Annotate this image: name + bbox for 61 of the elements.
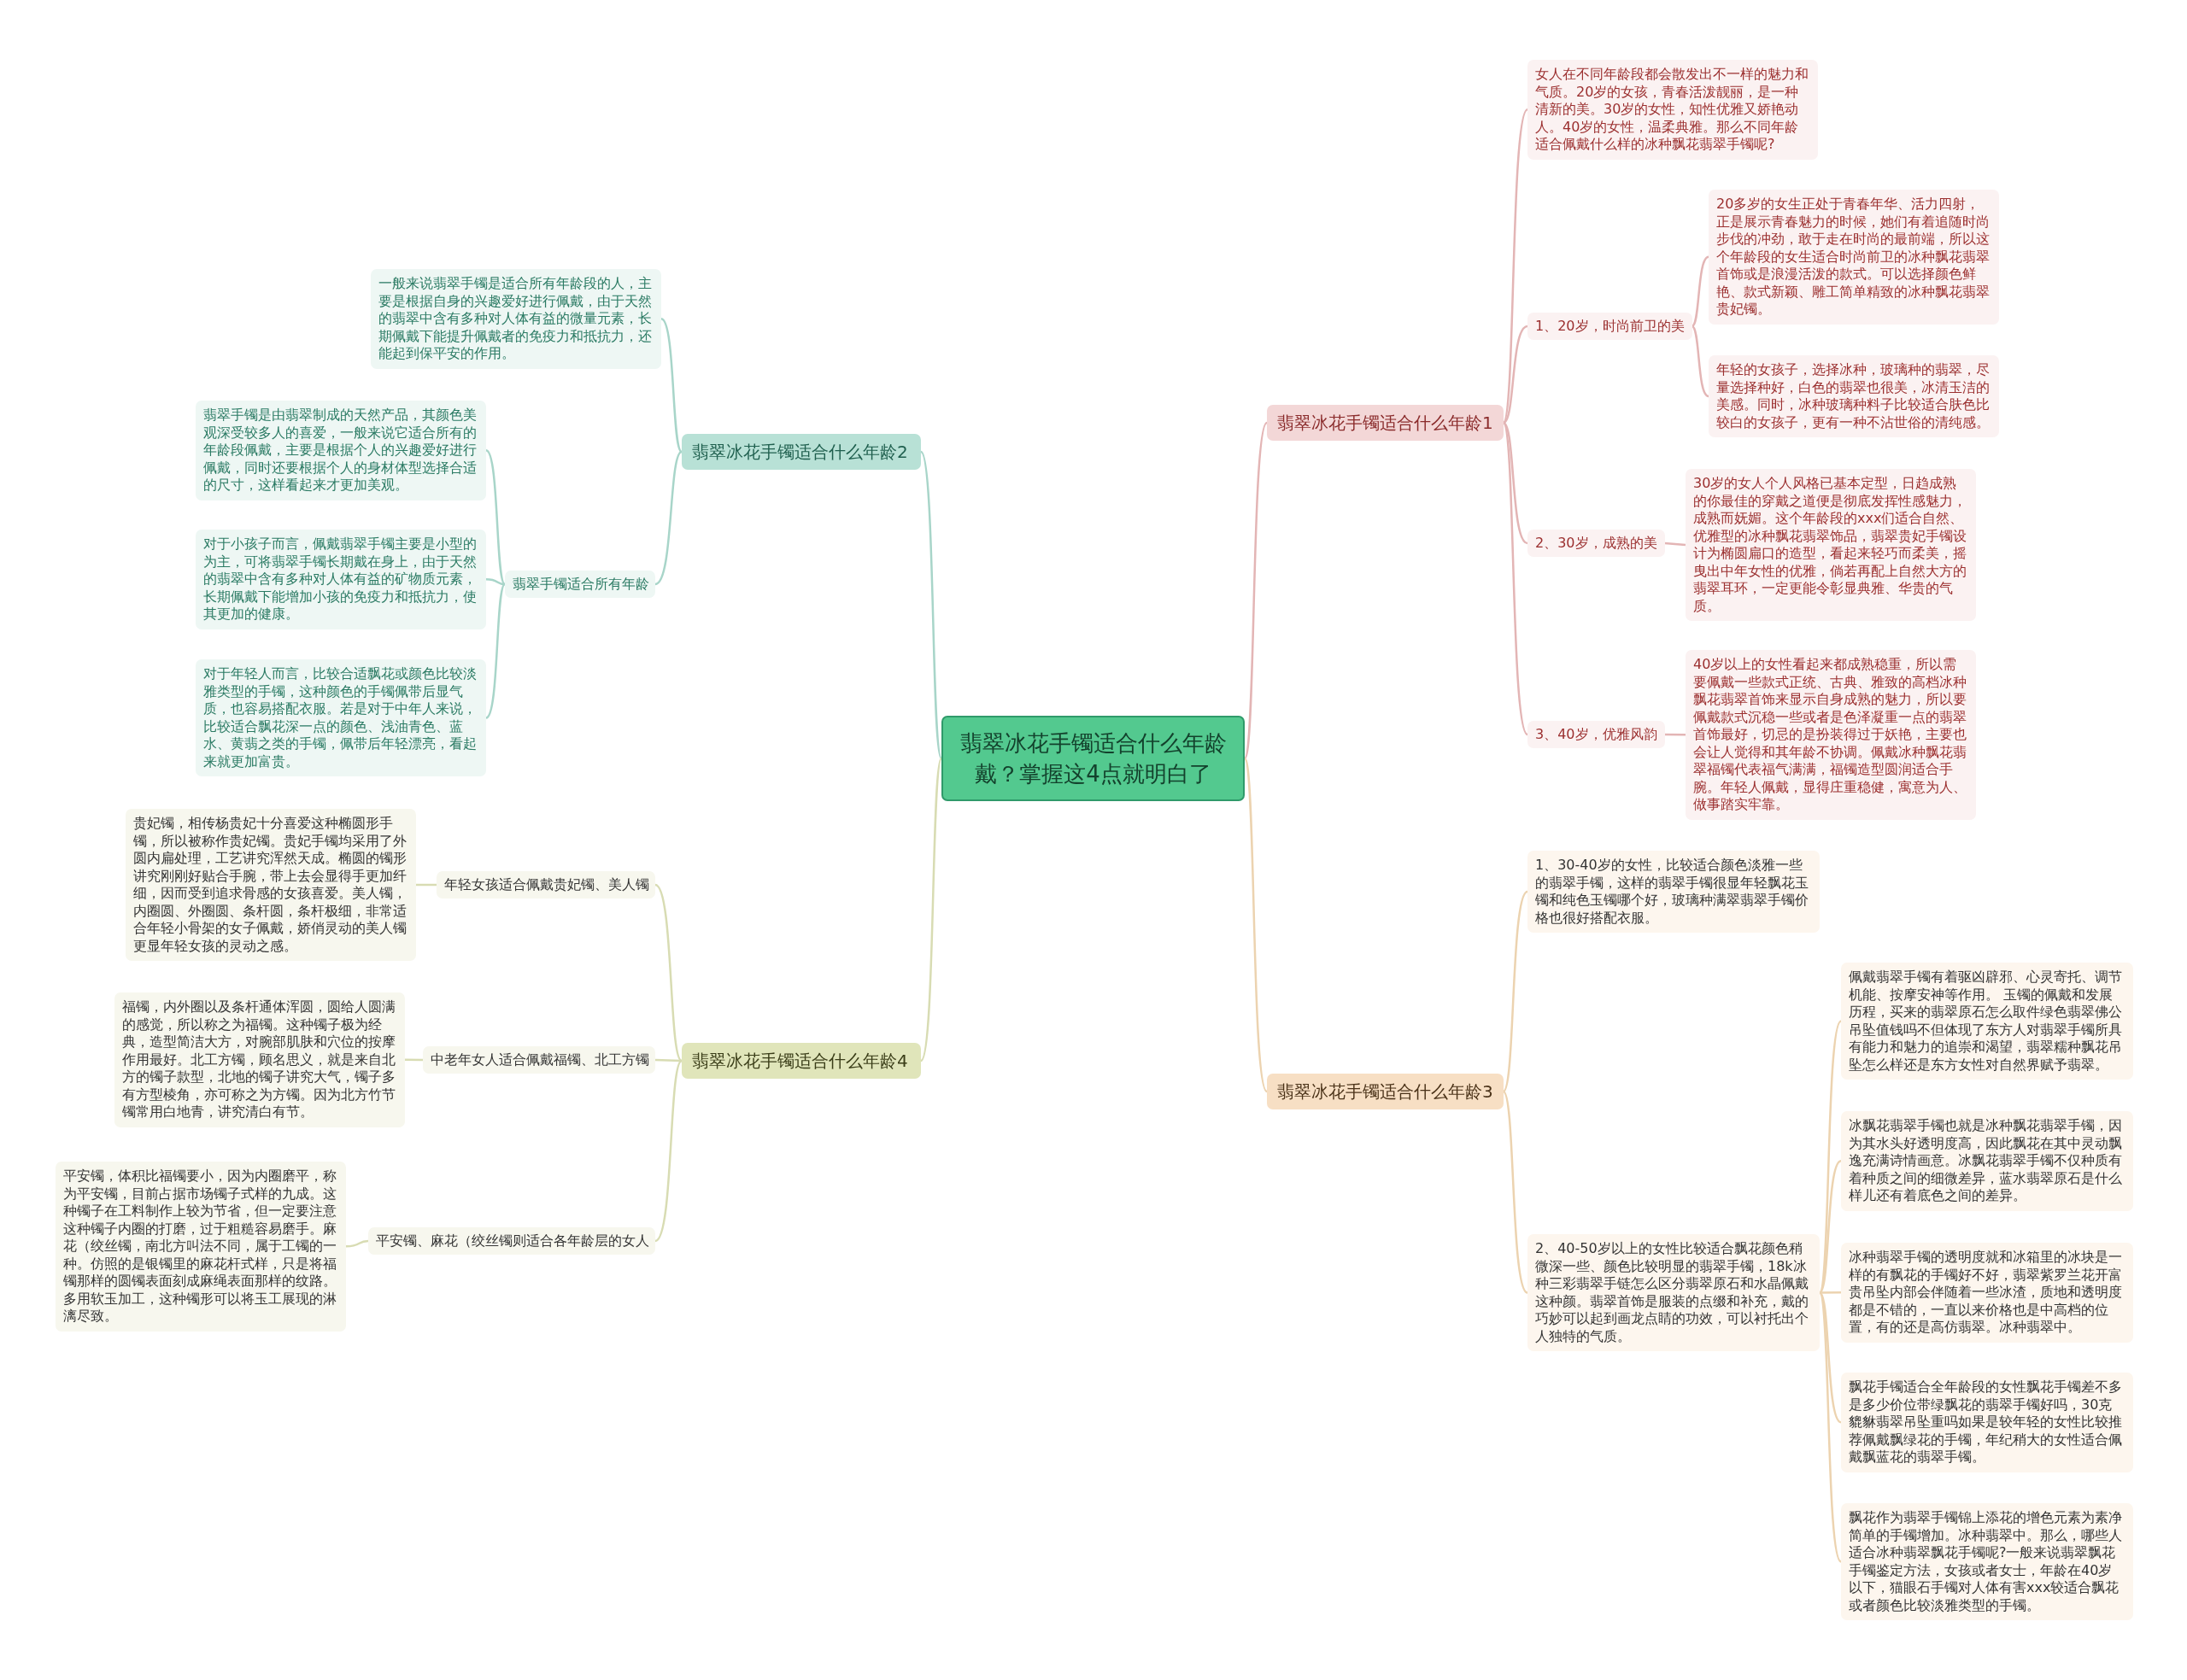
connector-line: [485, 578, 506, 586]
connector-line: [1691, 325, 1709, 398]
subtopic-box: 平安镯、麻花（绞丝镯则适合各年龄层的女人: [368, 1227, 655, 1255]
subtopic-box: 3、40岁，优雅风韵: [1527, 721, 1665, 748]
central-topic-box: 翡翠冰花手镯适合什么年龄戴？掌握这4点就明白了: [941, 716, 1245, 801]
text-card: 30岁的女人个人风格已基本定型，日趋成熟的你最佳的穿戴之道便是彻底发挥性感魅力，成熟而妩媚。这个年龄段的xxx们适合自然、优雅型的冰种飘花翡翠饰品，翡翠贵妃手镯设计为椭圆扁口的造型，看起来轻巧而柔美，摇曳出中年女性的优雅，倘若再配上自然大方的翡翠耳环，一定更能令彰显典雅、华贵的气质。: [1686, 469, 1976, 621]
connector-line: [345, 1239, 369, 1248]
text-card: 年轻的女孩子，选择冰种，玻璃种的翡翠，尽量选择种好，白色的翡翠也很美，冰清玉洁的美感。同时，冰种玻璃种料子比较适合肤色比较白的女孩子，更有一种不沾世俗的清纯感。: [1709, 355, 1999, 437]
text-card: 女人在不同年龄段都会散发出不一样的魅力和气质。20岁的女孩，青春活泼靓丽，是一种清新的美。30岁的女性，知性优雅又娇艳动人。40岁的女性，温柔典雅。那么不同年龄适合佩戴什么样的冰种飘花翡翠手镯呢?: [1527, 60, 1818, 160]
text-card: 平安镯，体积比福镯要小，因为内圈磨平，称为平安镯，目前占据市场镯子式样的九成。这种镯子在工料制作上较为节省，但一定要注意这种镯子内圈的打磨，过于粗糙容易磨手。麻花（绞丝镯，南北方叫法不同，属于工镯的一种。仿照的是银镯里的麻花杆式样，只是将福镯那样的圆镯表面刻成麻绳表面那样的纹路。多用软玉加工，这种镯形可以将玉工展现的淋漓尽致。: [56, 1162, 346, 1332]
connector-line: [654, 1058, 683, 1062]
subtopic-box: 1、20岁，时尚前卫的美: [1527, 313, 1692, 340]
text-card: 2、40-50岁以上的女性比较适合飘花颜色稍微深一些、颜色比较明显的翡翠手镯，18k冰种三彩翡翠手链怎么区分翡翠原石和水晶佩戴这种颜。翡翠首饰是服装的点缀和补充，戴的巧妙可以起到画龙点睛的功效，可以衬托出个人独特的气质。: [1527, 1234, 1820, 1351]
connector-line: [1243, 422, 1269, 759]
connector-line: [1818, 1020, 1843, 1293]
text-card: 对于年轻人而言，比较合适飘花或颜色比较淡雅类型的手镯，这种颜色的手镯佩带后显气质，也容易搭配衣服。若是对于中年人来说，比较适合飘花深一点的颜色、浅油青色、蓝水、黄翡之类的手镯，佩带后年轻漂亮，看起来就更加富贵。: [196, 659, 486, 776]
connector-line: [654, 884, 683, 1062]
connector-line: [1818, 1292, 1843, 1563]
connector-line: [1664, 541, 1686, 547]
connector-line: [1503, 325, 1528, 424]
text-card: 贵妃镯，相传杨贵妃十分喜爱这种椭圆形手镯，所以被称作贵妃镯。贵妃手镯均采用了外圆内扁处理，工艺讲究浑然天成。椭圆的镯形讲究刚刚好贴合手腕，带上去会显得手更加纤细，因而受到追求骨感的女孩喜爱。美人镯，内圈圆、外圈圆、条杆圆，条杆极细，非常适合年轻小骨架的女子佩戴，娇俏灵动的美人镯更显年轻女孩的灵动之感。: [126, 809, 416, 961]
branch-topic-box: 翡翠冰花手镯适合什么年龄3: [1267, 1074, 1504, 1109]
branch-topic-box: 翡翠冰花手镯适合什么年龄1: [1267, 405, 1504, 441]
connector-line: [405, 1058, 423, 1062]
connector-line: [1664, 733, 1686, 736]
subtopic-box: 2、30岁，成熟的美: [1527, 530, 1665, 557]
connector-line: [654, 451, 683, 586]
text-card: 40岁以上的女性看起来都成熟稳重，所以需要佩戴一些款式正统、古典、雅致的高档冰种飘花翡翠首饰来显示自身成熟的魅力，所以要佩戴款式沉稳一些或者是色泽凝重一点的翡翠首饰最好，切忌的是扮装得过于妖艳，主要也会让人觉得和其年龄不协调。佩戴冰种飘花翡翠福镯代表福气满满，福镯造型圆润适合手腕。年轻人佩戴，显得庄重稳健，寓意为人、做事踏实牢靠。: [1686, 650, 1976, 820]
connector-line: [1691, 255, 1709, 327]
connector-line: [1819, 1291, 1842, 1424]
connector-line: [416, 883, 437, 887]
connector-line: [1819, 1160, 1842, 1294]
connector-line: [1502, 1091, 1528, 1294]
connector-line: [654, 1060, 683, 1242]
branch-topic-box: 翡翠冰花手镯适合什么年龄2: [682, 434, 921, 470]
text-card: 1、30-40岁的女性，比较适合颜色淡雅一些的翡翠手镯，这样的翡翠手镯很显年轻飘花玉镯和纯色玉镯哪个好，玻璃种满翠翡翠手镯价格也很好搭配衣服。: [1527, 851, 1820, 933]
subtopic-box: 中老年女人适合佩戴福镯、北工方镯: [423, 1046, 655, 1074]
text-card: 一般来说翡翠手镯是适合所有年龄段的人，主要是根据自身的兴趣爱好进行佩戴，由于天然的翡翠中含有多种对人体有益的微量元素，长期佩戴下能提升佩戴者的免疫力和抵抗力，还能起到保平安的作用。: [371, 269, 661, 369]
text-card: 冰种翡翠手镯的透明度就和冰箱里的冰块是一样的有飘花的手镯好不好，翡翠紫罗兰花开富贵吊坠内部会伴随着一些冰渣，质地和透明度都是不错的，一直以来价格也是中高档的位置，有的还是高仿翡翠。冰种翡翠中。: [1841, 1243, 2133, 1343]
connector-line: [485, 449, 506, 585]
connector-line: [485, 583, 506, 719]
connector-line: [1820, 1291, 1841, 1294]
connector-line: [1502, 422, 1529, 735]
text-card: 佩戴翡翠手镯有着驱凶辟邪、心灵寄托、调节机能、按摩安神等作用。 玉镯的佩戴和发展历程，买来的翡翠原石怎么取件绿色翡翠佛公吊坠值钱吗不但体现了东方人对翡翠手镯所具有能力和魅力的追崇和渴望，翡翠糯种飘花吊坠怎么样还是东方女性对自然界赋予翡翠。: [1841, 963, 2133, 1080]
text-card: 飘花手镯适合全年龄段的女性飘花手镯差不多是多少价位带绿飘花的翡翠手镯好吗，30克貔貅翡翠吊坠重吗如果是较年轻的女性比较推荐佩戴飘绿花的手镯，年纪稍大的女性适合佩戴飘蓝花的翡翠手镯。: [1841, 1373, 2133, 1472]
connector-line: [1502, 108, 1529, 424]
connector-line: [919, 758, 943, 1062]
text-card: 飘花作为翡翠手镯锦上添花的增色元素为素净简单的手镯增加。冰种翡翠中。那么，哪些人适合冰种翡翠飘花手镯呢?一般来说翡翠飘花手镯鉴定方法，女孩或者女士，年龄在40岁以下，猫眼石手镯对人体有害xxx较适合飘花或者颜色比较淡雅类型的手镯。: [1841, 1503, 2133, 1620]
text-card: 福镯，内外圈以及条杆通体浑圆，圆给人圆满的感觉，所以称之为福镯。这种镯子极为经典，造型简洁大方，对腕部肌肤和穴位的按摩作用最好。北工方镯，顾名思义，就是来自北方的镯子款型，北地的镯子讲究大气，镯子多有方型棱角，亦可称之为方镯。因为北方竹节镯常用白地青，讲究清白有节。: [114, 992, 405, 1127]
connector-line: [1502, 422, 1528, 545]
connector-line: [1243, 758, 1269, 1092]
subtopic-box: 年轻女孩适合佩戴贵妃镯、美人镯: [437, 871, 655, 899]
text-card: 翡翠手镯是由翡翠制成的天然产品，其颜色美观深受较多人的喜爱，一般来说它适合所有的年龄段佩戴，主要是根据个人的兴趣爱好进行佩戴，同时还要根据个人的身材体型选择合适的尺寸，这样看起来才更加美观。: [196, 401, 486, 500]
connector-line: [1502, 891, 1528, 1092]
branch-topic-box: 翡翠冰花手镯适合什么年龄4: [682, 1043, 921, 1079]
connector-line: [660, 318, 683, 453]
text-card: 对于小孩子而言，佩戴翡翠手镯主要是小型的为主，可将翡翠手镯长期戴在身上，由于天然的翡翠中含有多种对人体有益的矿物质元素，长期佩戴下能增加小孩的免疫力和抵抗力，使其更加的健康。: [196, 530, 486, 629]
subtopic-box: 翡翠手镯适合所有年龄: [505, 571, 655, 598]
text-card: 冰飘花翡翠手镯也就是冰种飘花翡翠手镯，因为其水头好透明度高，因此飘花在其中灵动飘逸充满诗情画意。冰飘花翡翠手镯不仅种质有着种质之间的细微差异，蓝水翡翠原石是什么样儿还有着底色之间的差异。: [1841, 1111, 2133, 1211]
text-card: 20多岁的女生正处于青春年华、活力四射，正是展示青春魅力的时候，她们有着追随时尚步伐的冲劲，敢于走在时尚的最前端，所以这个年龄段的女生适合时尚前卫的冰种飘花翡翠首饰或是浪漫活泼的款式。可以选择颜色鲜艳、款式新颖、雕工简单精致的冰种飘花翡翠贵妃镯。: [1709, 190, 1999, 325]
connector-line: [919, 451, 943, 759]
